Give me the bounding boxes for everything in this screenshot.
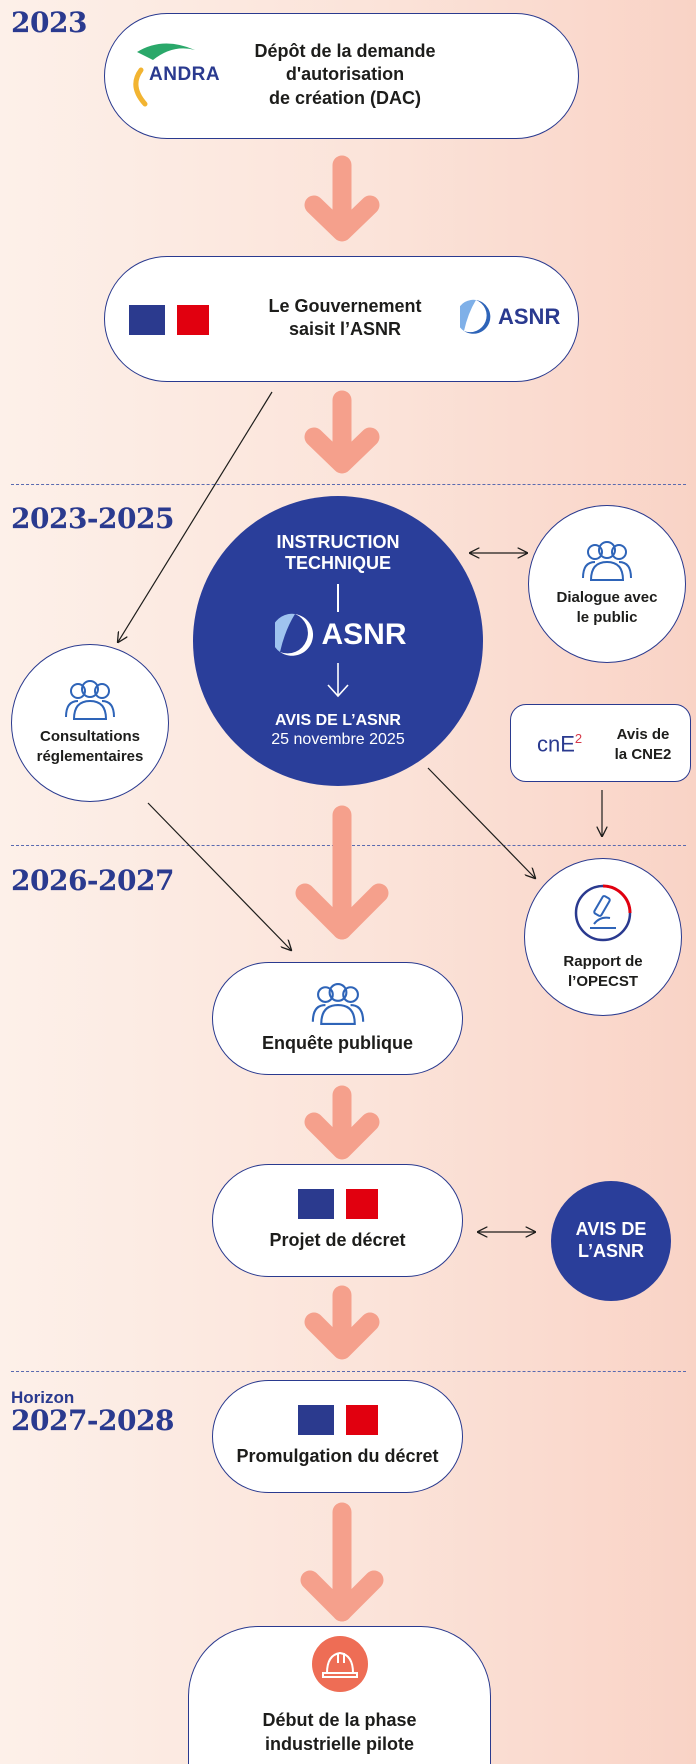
microscope-icon <box>574 884 632 941</box>
dialogue-line-1: Dialogue avec <box>556 588 658 606</box>
year-2027-2028: 2027-2028 <box>11 1404 174 1437</box>
republique-francaise-logo <box>129 305 209 335</box>
consultations-line-1: Consultations <box>40 727 140 745</box>
separator <box>11 1371 686 1372</box>
people-group-icon <box>311 982 364 1025</box>
opecst-line-2: l’OPECST <box>567 973 638 990</box>
down-arrow-3 <box>295 805 389 940</box>
opecst-line-1: Rapport de <box>563 952 643 970</box>
divider-line <box>337 584 339 612</box>
step-gouvernement: Le Gouvernement saisit l’ASNR ASNR <box>104 256 579 382</box>
step-opecst: Rapport de l’OPECST <box>524 858 682 1016</box>
instruction-title-line-2: TECHNIQUE <box>284 553 391 573</box>
year-2026-2027: 2026-2027 <box>11 864 174 897</box>
andra-logo: ANDRA <box>123 34 235 114</box>
cne2-logo-sup: 2 <box>574 731 583 746</box>
debut-line-2: industrielle pilote <box>264 1733 415 1754</box>
andra-logo-text: ANDRA <box>149 64 221 85</box>
consultations-line-2: réglementaires <box>36 748 144 765</box>
people-group-icon <box>582 540 632 581</box>
down-arrow-1 <box>304 155 380 242</box>
step-enquete-publique: Enquête publique <box>212 962 463 1075</box>
step-debut-phase-pilote: Début de la phase industrielle pilote <box>188 1626 491 1764</box>
dac-line-3: de création (DAC) <box>268 87 421 108</box>
line-asnr-to-opecst <box>427 767 535 878</box>
asnr-logo-white: ASNR <box>261 610 421 660</box>
instruction-avis: AVIS DE L’ASNR <box>275 712 401 729</box>
instruction-date: 25 novembre 2025 <box>271 731 405 748</box>
republique-francaise-logo <box>297 1188 378 1219</box>
year-2023: 2023 <box>11 6 87 39</box>
year-horizon-label: Horizon <box>11 1388 75 1407</box>
down-thin-arrow-icon <box>327 663 349 698</box>
dialogue-line-2: le public <box>576 609 638 626</box>
enquete-label: Enquête publique <box>262 1032 413 1053</box>
people-group-icon <box>65 679 115 720</box>
asnr-logo-text: ASNR <box>498 304 561 329</box>
step-dialogue-public: Dialogue avec le public <box>528 505 686 663</box>
step-projet-decret: Projet de décret <box>212 1164 463 1277</box>
asnr-mark-icon <box>460 299 491 334</box>
dac-line-1: Dépôt de la demande <box>254 41 436 61</box>
cne2-line-2: la CNE2 <box>614 746 672 764</box>
promulgation-label: Promulgation du décret <box>236 1445 439 1466</box>
asnr-logo: ASNR <box>460 299 560 335</box>
avis-asnr-line-2: L’ASNR <box>577 1241 644 1261</box>
republique-francaise-logo <box>297 1404 378 1435</box>
avis-asnr-line-1: AVIS DE <box>575 1219 647 1240</box>
hard-hat-icon <box>311 1636 368 1693</box>
cne2-logo-text: cnE <box>537 731 575 757</box>
year-2023-2025: 2023-2025 <box>11 502 174 535</box>
down-arrow-2 <box>304 390 380 474</box>
down-arrow-5 <box>304 1285 380 1360</box>
instruction-title-line-1: INSTRUCTION <box>276 532 400 552</box>
decret-label: Projet de décret <box>269 1229 406 1250</box>
avis-asnr-circle: AVIS DE L’ASNR <box>551 1181 671 1301</box>
step-instruction-technique: INSTRUCTION TECHNIQUE ASNR AVIS DE L’ASN… <box>193 496 483 786</box>
dac-line-2: d'autorisation <box>285 64 405 85</box>
step-cne2: cnE2 Avis de la CNE2 <box>510 704 691 782</box>
asnr-white-text: ASNR <box>321 618 407 651</box>
line-consultations-to-enquete <box>147 802 291 950</box>
down-arrow-6 <box>300 1502 384 1622</box>
separator <box>11 484 686 485</box>
cne2-logo: cnE2 <box>537 731 582 757</box>
line-gov-to-consultations <box>118 391 273 642</box>
step-dac: ANDRA Dépôt de la demande d'autorisation… <box>104 13 579 139</box>
down-arrow-4 <box>304 1085 380 1160</box>
debut-line-1: Début de la phase <box>262 1710 417 1731</box>
step-promulgation: Promulgation du décret <box>212 1380 463 1493</box>
step-consultations: Consultations réglementaires <box>11 644 169 802</box>
cne2-line-1: Avis de <box>616 726 670 743</box>
gouvernement-line-1: Le Gouvernement <box>268 296 422 316</box>
gouvernement-line-2: saisit l’ASNR <box>288 319 402 340</box>
asnr-mark-icon <box>275 613 314 656</box>
